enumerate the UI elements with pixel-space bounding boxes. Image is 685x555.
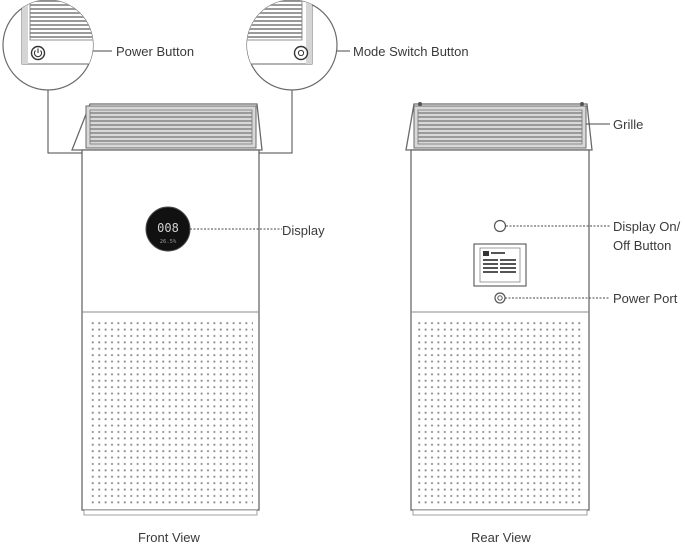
display-on-off-button xyxy=(493,219,507,233)
rear-grille xyxy=(417,109,583,145)
rating-label xyxy=(473,243,527,287)
label-mode-switch-button: Mode Switch Button xyxy=(353,44,469,59)
caption-rear-view: Rear View xyxy=(471,530,531,545)
label-grille: Grille xyxy=(613,117,644,132)
label-display-on-off-line1: Display On/ xyxy=(613,219,681,234)
mode-switch-zoom xyxy=(246,0,338,91)
label-display-on-off-line2: Off Button xyxy=(613,238,672,253)
display-screen: 008 26.5% xyxy=(145,206,191,252)
rear-callout-lines xyxy=(505,123,610,299)
power-button-zoom xyxy=(2,0,94,91)
display-value: 008 xyxy=(157,221,179,235)
power-icon xyxy=(30,45,46,61)
front-view-purifier: 008 26.5% xyxy=(71,103,263,516)
rear-view-purifier xyxy=(405,102,593,516)
label-power-button: Power Button xyxy=(116,44,195,59)
mode-switch-icon xyxy=(293,45,309,61)
label-power-port: Power Port xyxy=(613,291,678,306)
label-display: Display xyxy=(282,223,325,238)
front-perforated-panel xyxy=(88,318,253,504)
power-port xyxy=(494,292,506,304)
caption-front-view: Front View xyxy=(138,530,200,545)
front-grille xyxy=(89,109,253,145)
display-humidity: 26.5% xyxy=(160,239,177,245)
rear-perforated-panel xyxy=(417,318,583,504)
